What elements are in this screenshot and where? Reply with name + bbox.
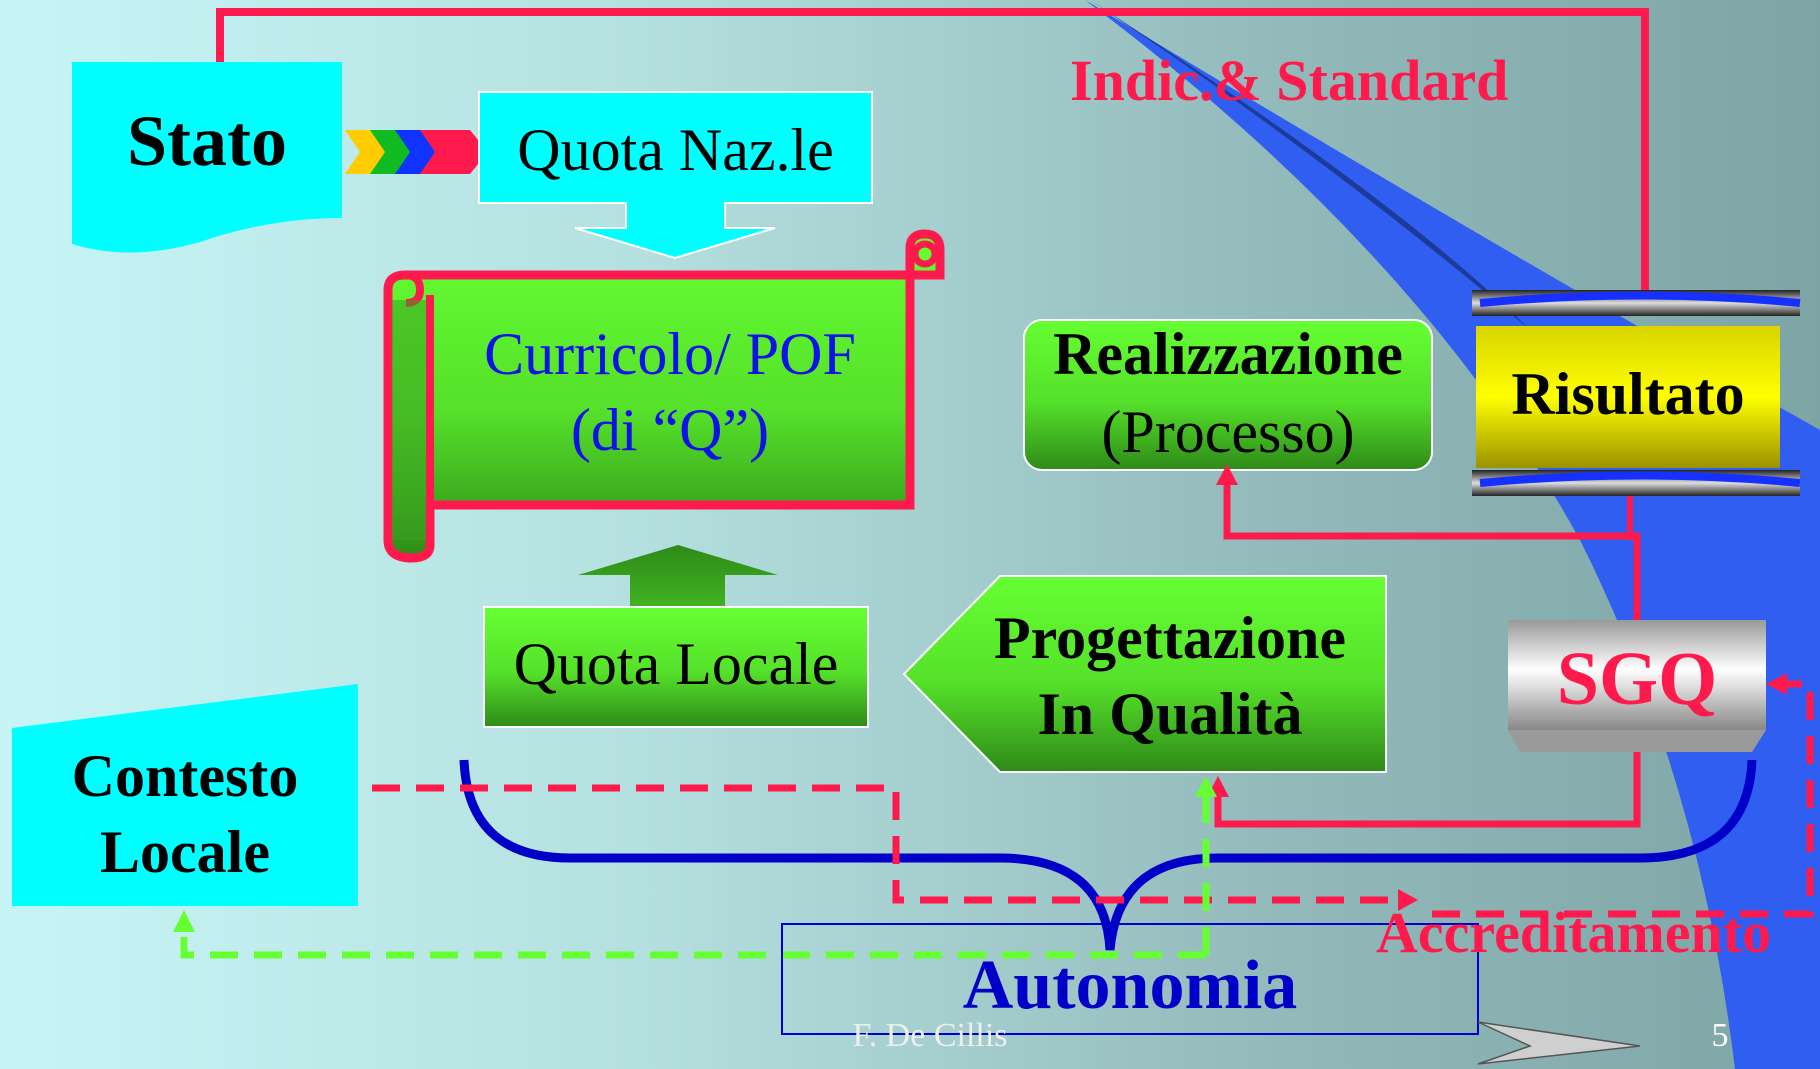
dashed-accreditamento-sgq bbox=[1432, 680, 1814, 918]
page-number: 5 bbox=[1711, 1017, 1729, 1054]
feedback-line-top bbox=[216, 8, 1649, 300]
line-sgq-progettazione bbox=[1214, 752, 1641, 828]
progettazione-label-line2: In Qualità bbox=[1037, 681, 1303, 747]
autonomia-brace bbox=[459, 759, 1757, 951]
indic-standard-label: Indic.& Standard bbox=[1070, 48, 1509, 113]
contesto-label-line2: Locale bbox=[100, 819, 270, 885]
accreditamento-label: Accreditamento bbox=[1376, 900, 1772, 965]
progettazione-box bbox=[902, 575, 1387, 773]
dashed-contesto-accreditamento bbox=[372, 784, 1400, 904]
quota-naz-label: Quota Naz.le bbox=[517, 117, 834, 183]
stato-box bbox=[72, 62, 342, 253]
pointer-arrow-icon bbox=[1477, 1021, 1641, 1065]
risultato-box bbox=[1476, 326, 1780, 468]
stato-label: Stato bbox=[127, 101, 287, 181]
autonomia-label: Autonomia bbox=[962, 947, 1298, 1024]
footer-author: F. De Cillis bbox=[852, 1017, 1008, 1054]
contesto-label-line1: Contesto bbox=[71, 743, 299, 809]
curricolo-label-line1: Curricolo/ POF bbox=[484, 321, 856, 387]
quota-locale-label: Quota Locale bbox=[513, 631, 839, 697]
progettazione-label-line1: Progettazione bbox=[993, 605, 1347, 671]
blue-swoosh bbox=[1085, 0, 1820, 1069]
quota-naz-box bbox=[478, 91, 873, 260]
sgq-label: SGQ bbox=[1556, 637, 1718, 721]
contesto-box bbox=[12, 684, 358, 906]
rainbow-arrow bbox=[345, 130, 488, 174]
line-risultato-realizzazione bbox=[1223, 480, 1641, 620]
realizzazione-label-line1: Realizzazione bbox=[1053, 321, 1403, 387]
risultato-label: Risultato bbox=[1511, 361, 1745, 427]
curricolo-label-line2: (di “Q”) bbox=[570, 397, 770, 463]
sgq-box bbox=[1508, 620, 1766, 730]
autonomia-box bbox=[781, 923, 1479, 1035]
dashed-autonomia-contesto bbox=[180, 930, 1206, 959]
realizzazione-label-line2: (Processo) bbox=[1101, 399, 1355, 465]
